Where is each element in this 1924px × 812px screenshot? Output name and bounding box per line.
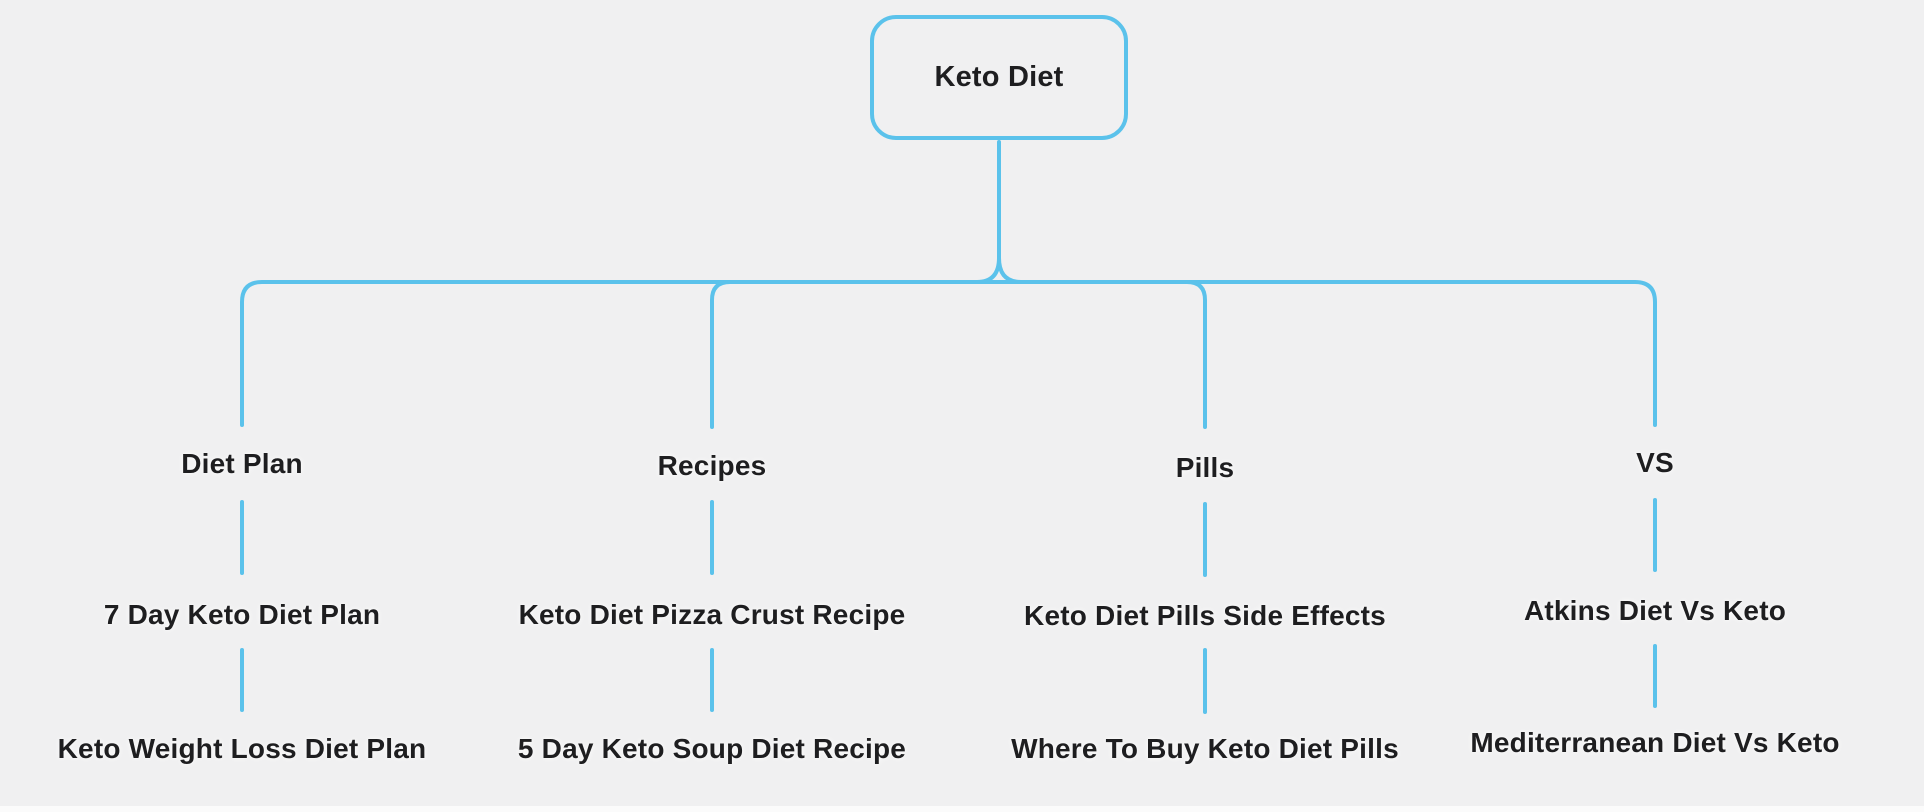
node-keto-diet-pizza-crust-recipe[interactable]: Keto Diet Pizza Crust Recipe: [518, 599, 906, 630]
branch-label-vs[interactable]: VS: [1636, 447, 1674, 478]
connector-drop-pills: [1185, 280, 1207, 429]
branch-label-pills[interactable]: Pills: [1175, 452, 1235, 483]
connector-root-flare-right: [997, 256, 1023, 284]
node-atkins-diet-vs-keto[interactable]: Atkins Diet Vs Keto: [1523, 595, 1787, 626]
connector-root-flare-left: [975, 256, 1001, 284]
node-7-day-keto-diet-plan[interactable]: 7 Day Keto Diet Plan: [103, 599, 381, 630]
connector-drop-recipes: [710, 280, 732, 429]
node-keto-weight-loss-diet-plan[interactable]: Keto Weight Loss Diet Plan: [57, 733, 427, 764]
node-keto-diet-pills-side-effects[interactable]: Keto Diet Pills Side Effects: [1024, 600, 1386, 631]
branch-label-diet-plan[interactable]: Diet Plan: [181, 448, 303, 479]
node-5-day-keto-soup-diet-recipe[interactable]: 5 Day Keto Soup Diet Recipe: [517, 733, 907, 764]
node-where-to-buy-keto-diet-pills[interactable]: Where To Buy Keto Diet Pills: [1011, 733, 1399, 764]
bottom-strip: [0, 806, 1924, 812]
node-mediterranean-diet-vs-keto[interactable]: Mediterranean Diet Vs Keto: [1470, 727, 1840, 758]
branch-label-recipes[interactable]: Recipes: [657, 450, 767, 481]
root-node-label: Keto Diet: [934, 61, 1064, 93]
root-node[interactable]: Keto Diet: [870, 15, 1128, 140]
connector-horizontal-rail: [240, 280, 1657, 427]
